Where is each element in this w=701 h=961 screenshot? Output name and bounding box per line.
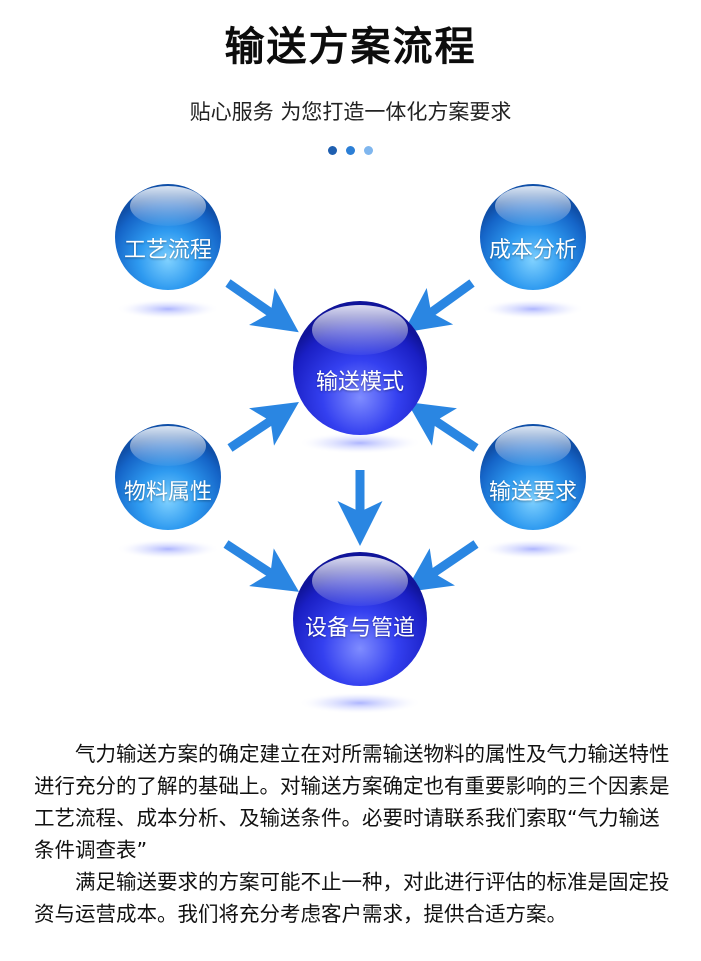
sphere-equipment	[293, 552, 427, 686]
sphere-requirement	[480, 424, 586, 530]
sphere-shadow	[116, 299, 220, 319]
arrow-material-to-equipment	[223, 540, 300, 592]
arrow-requirement-to-equipment	[405, 540, 479, 593]
node-label-craft: 工艺流程	[123, 238, 212, 263]
paragraph-2: 满足输送要求的方案可能不止一种，对此进行评估的标准是固定投资与运营成本。我们将充…	[34, 870, 670, 926]
sphere-shadow	[481, 299, 585, 319]
arrow-cost-to-mode	[403, 279, 475, 333]
sphere-cost	[480, 184, 586, 290]
sphere-shadow	[298, 692, 422, 714]
page-subtitle: 贴心服务 为您打造一体化方案要求	[189, 100, 512, 124]
sphere-material	[115, 424, 221, 530]
sphere-shadow	[481, 539, 585, 559]
body-text: 气力输送方案的确定建立在对所需输送物料的属性及气力输送特性进行充分的了解的基础上…	[34, 738, 674, 930]
arrow-material-to-mode	[227, 402, 299, 452]
sphere-shadow	[116, 539, 220, 559]
dot-icon	[364, 146, 374, 155]
node-label-cost: 成本分析	[488, 238, 577, 263]
sphere-mode	[293, 301, 427, 435]
dot-icon	[346, 146, 355, 155]
flow-diagram	[115, 184, 586, 714]
node-label-mode: 输送模式	[315, 370, 404, 395]
dot-icon	[327, 146, 337, 155]
node-label-requirement: 输送要求	[488, 480, 577, 505]
node-label-material: 物料属性	[123, 480, 212, 505]
arrow-requirement-to-mode	[407, 402, 479, 452]
sphere-craft	[115, 184, 221, 290]
arrow-craft-to-mode	[225, 279, 299, 333]
paragraph-1: 气力输送方案的确定建立在对所需输送物料的属性及气力输送特性进行充分的了解的基础上…	[34, 742, 670, 862]
node-label-equipment: 设备与管道	[304, 616, 415, 641]
page-title: 输送方案流程	[224, 24, 477, 70]
decorative-dots	[0, 140, 701, 155]
sphere-shadow	[298, 432, 422, 454]
